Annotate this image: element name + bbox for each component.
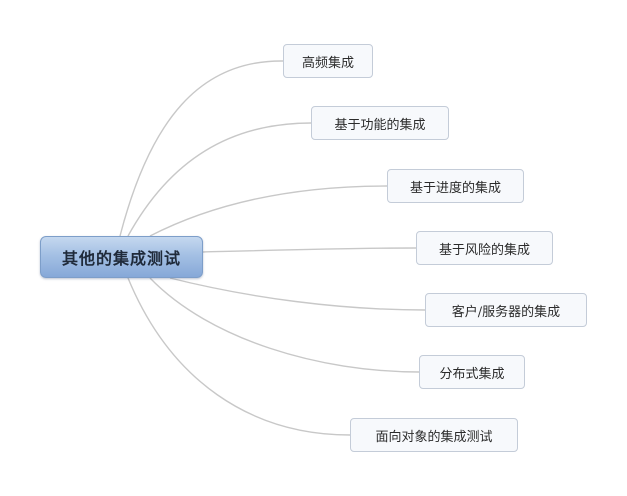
subtopic-6[interactable]: 分布式集成 bbox=[419, 355, 525, 389]
subtopic-3[interactable]: 基于进度的集成 bbox=[387, 169, 524, 203]
connector-2 bbox=[127, 122, 312, 237]
subtopic-2[interactable]: 基于功能的集成 bbox=[311, 106, 449, 140]
subtopic-1[interactable]: 高频集成 bbox=[283, 44, 373, 78]
connector-1 bbox=[119, 60, 284, 237]
subtopic-7[interactable]: 面向对象的集成测试 bbox=[350, 418, 518, 452]
root-topic[interactable]: 其他的集成测试 bbox=[40, 236, 203, 278]
subtopic-5[interactable]: 客户/服务器的集成 bbox=[425, 293, 587, 327]
connector-5 bbox=[169, 277, 426, 311]
subtopic-label: 基于风险的集成 bbox=[438, 242, 530, 258]
subtopic-label: 面向对象的集成测试 bbox=[375, 429, 493, 445]
connector-3 bbox=[149, 185, 388, 237]
subtopic-4[interactable]: 基于风险的集成 bbox=[416, 231, 553, 265]
connector-6 bbox=[149, 277, 420, 373]
root-topic-label: 其他的集成测试 bbox=[61, 249, 181, 268]
subtopic-label: 基于功能的集成 bbox=[334, 117, 426, 133]
connector-7 bbox=[127, 277, 351, 436]
connector-4 bbox=[202, 247, 417, 253]
subtopic-label: 客户/服务器的集成 bbox=[451, 304, 561, 320]
subtopic-label: 基于进度的集成 bbox=[409, 180, 501, 196]
subtopic-label: 分布式集成 bbox=[439, 366, 505, 382]
subtopic-label: 高频集成 bbox=[301, 55, 354, 71]
